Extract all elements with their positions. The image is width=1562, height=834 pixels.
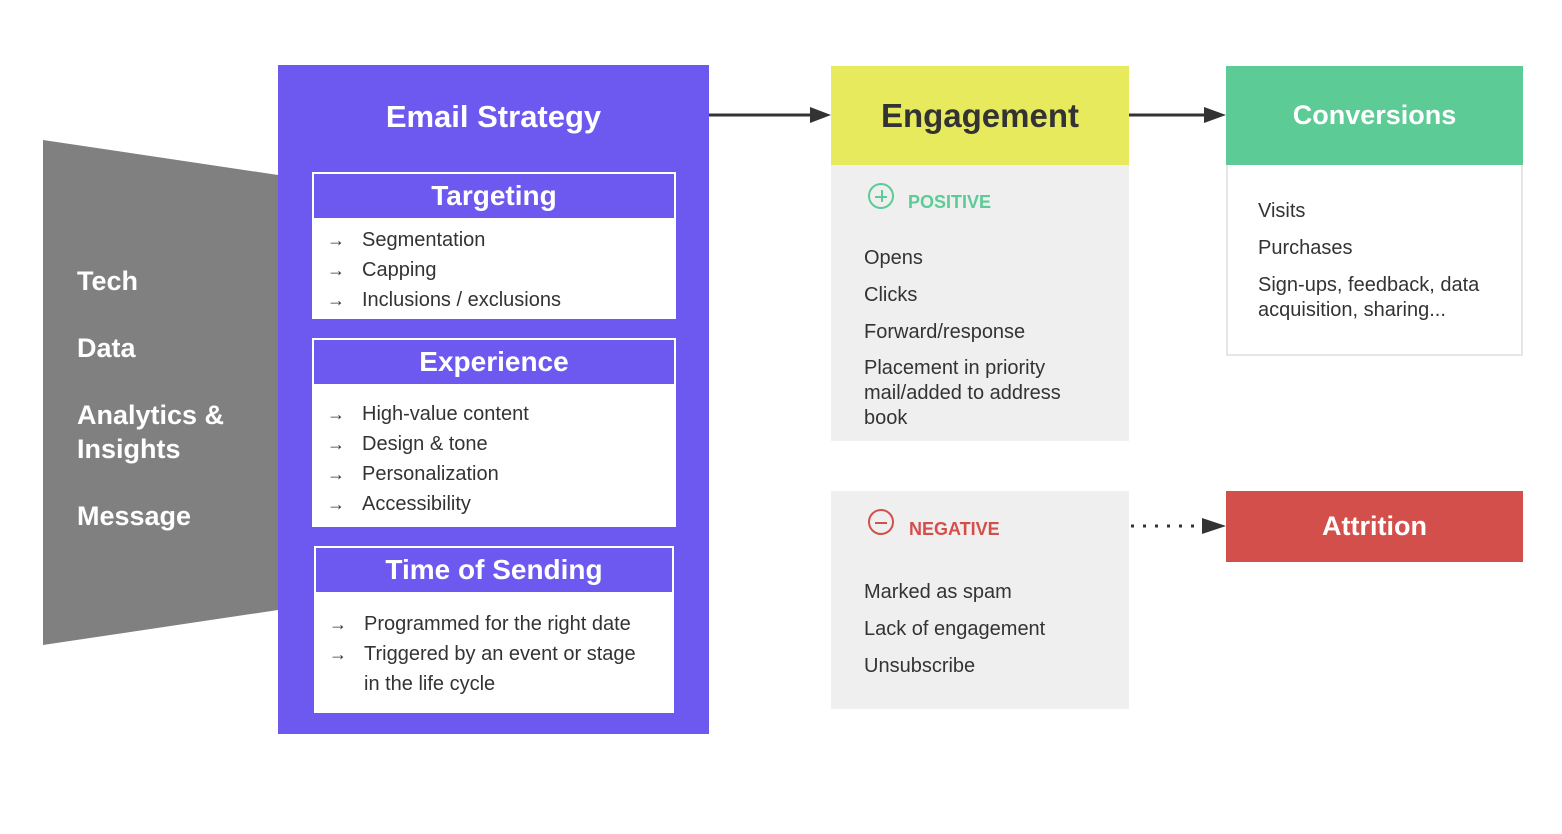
arrow-right-icon: →	[327, 260, 345, 280]
positive-engagement-box: POSITIVE Opens Clicks Forward/response P…	[831, 165, 1129, 441]
arrow-right-icon: →	[327, 494, 345, 514]
list-item: →Inclusions / exclusions	[312, 285, 676, 315]
negative-item-lack: Lack of engagement	[864, 618, 1046, 640]
funnel-item-message: Message	[77, 501, 192, 531]
positive-item-forward: Forward/response	[864, 321, 1026, 343]
arrow-right-icon: →	[327, 434, 345, 454]
arrow-right-icon: →	[327, 464, 345, 484]
targeting-card: Targeting →Segmentation →Capping →Inclus…	[310, 170, 678, 321]
conversion-item-signups: Sign-ups, feedback, data acquisition, sh…	[1258, 274, 1480, 321]
experience-title: Experience	[312, 338, 676, 386]
arrow-right-icon: →	[329, 644, 347, 664]
conversions-header: Conversions	[1226, 66, 1523, 165]
experience-list: →High-value content →Design & tone →Pers…	[312, 399, 676, 519]
funnel-item-data: Data	[77, 333, 136, 363]
funnel-item-analytics: Analytics & Insights	[77, 400, 225, 464]
list-item: →Triggered by an event or stage in the l…	[314, 639, 674, 699]
list-item: →Capping	[312, 255, 676, 285]
positive-item-opens: Opens	[864, 247, 923, 269]
negative-engagement-box: NEGATIVE Marked as spam Lack of engageme…	[831, 491, 1129, 709]
list-item: →Accessibility	[312, 489, 676, 519]
arrow-right-icon: →	[327, 404, 345, 424]
email-strategy-title: Email Strategy	[385, 99, 602, 134]
experience-card: Experience →High-value content →Design &…	[310, 336, 678, 529]
positive-label: POSITIVE	[908, 192, 992, 212]
list-item: →Segmentation	[312, 225, 676, 255]
positive-item-clicks: Clicks	[864, 284, 918, 306]
negative-item-unsubscribe: Unsubscribe	[864, 655, 976, 677]
engagement-header: Engagement	[831, 66, 1129, 165]
list-item: →High-value content	[312, 399, 676, 429]
conversion-item-visits: Visits	[1258, 200, 1306, 222]
attrition-header: Attrition	[1226, 491, 1523, 562]
arrow-right-icon: →	[327, 290, 345, 310]
arrow-right-icon: →	[329, 614, 347, 634]
list-item: →Personalization	[312, 459, 676, 489]
time-of-sending-card: Time of Sending →Programmed for the righ…	[312, 544, 676, 715]
targeting-list: →Segmentation →Capping →Inclusions / exc…	[312, 225, 676, 315]
arrow-right-icon: →	[327, 230, 345, 250]
negative-label: NEGATIVE	[909, 519, 1000, 539]
conversions-box: Visits Purchases Sign-ups, feedback, dat…	[1226, 165, 1523, 356]
email-strategy-panel: Email Strategy Targeting →Segmentation →…	[278, 65, 709, 734]
minus-circle-icon	[868, 509, 894, 535]
negative-item-spam: Marked as spam	[864, 581, 1012, 603]
plus-circle-icon	[868, 183, 894, 209]
time-of-sending-list: →Programmed for the right date →Triggere…	[314, 609, 674, 699]
funnel-item-tech: Tech	[77, 266, 139, 296]
targeting-title: Targeting	[312, 172, 676, 220]
positive-item-placement: Placement in priority mail/added to addr…	[864, 357, 1061, 429]
conversion-item-purchases: Purchases	[1258, 237, 1353, 259]
list-item: →Programmed for the right date	[314, 609, 674, 639]
time-of-sending-title: Time of Sending	[314, 546, 674, 594]
list-item: →Design & tone	[312, 429, 676, 459]
